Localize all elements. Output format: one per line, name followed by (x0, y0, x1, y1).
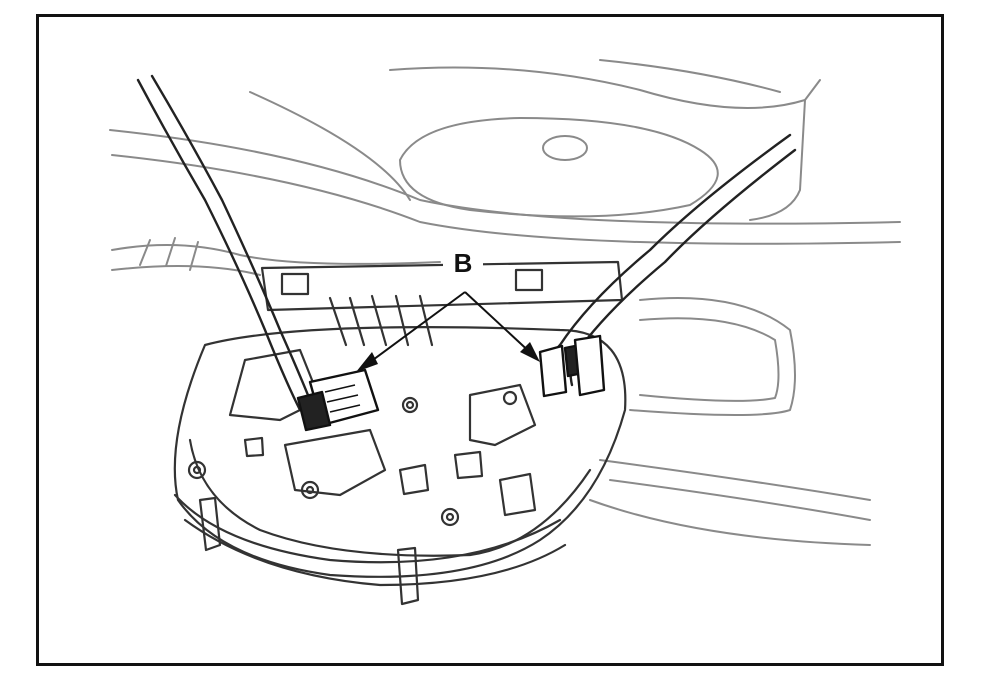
vehicle-body-outline (109, 59, 901, 546)
connector-left (296, 368, 380, 432)
arrowheads (356, 342, 540, 372)
switch-housing (173, 260, 627, 606)
callout-label-b: B (443, 246, 483, 280)
leader-lines (361, 291, 535, 369)
connector-right (538, 334, 606, 398)
